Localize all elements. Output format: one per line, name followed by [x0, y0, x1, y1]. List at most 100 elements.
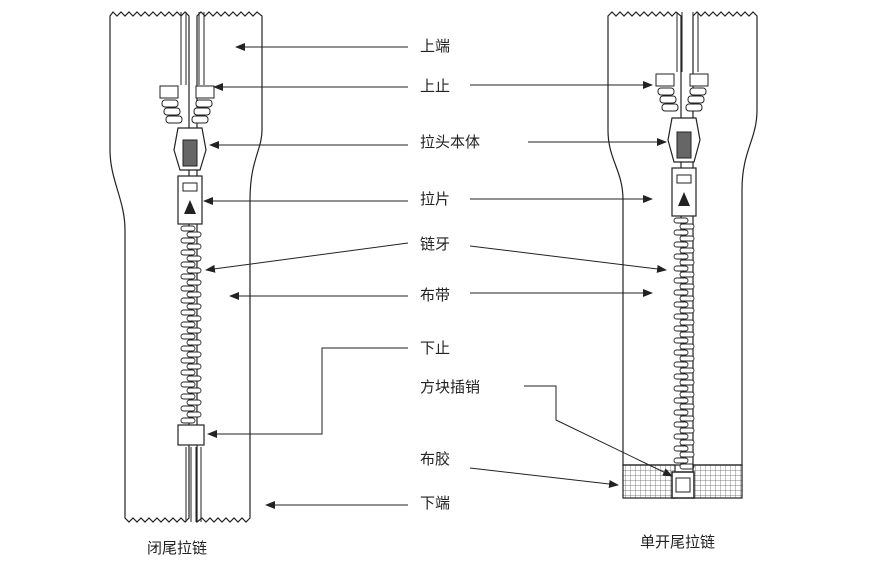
label-tape-film: 布胶	[420, 450, 451, 468]
zipper-tooth	[673, 421, 689, 428]
label-top-end: 上端	[420, 37, 451, 55]
zipper-tooth	[679, 463, 695, 470]
zipper-tooth	[679, 403, 695, 410]
zipper-tooth	[673, 277, 689, 284]
closed-teeth	[180, 225, 202, 424]
caption-closed-end: 闭尾拉链	[147, 539, 208, 557]
zipper-tooth	[180, 345, 196, 352]
zipper-tooth	[673, 229, 689, 236]
zipper-tooth	[180, 333, 196, 340]
label-teeth: 链牙	[420, 235, 451, 253]
zipper-tooth	[679, 355, 695, 362]
zipper-tooth	[180, 297, 196, 304]
zipper-tooth	[180, 237, 196, 244]
zipper-tooth	[186, 411, 202, 418]
zipper-tooth	[679, 343, 695, 350]
upper-open-teeth	[161, 99, 213, 124]
zipper-tooth	[679, 259, 695, 266]
zipper-tooth	[673, 349, 689, 356]
zipper-tooth	[679, 415, 695, 422]
zipper-tooth	[180, 249, 196, 256]
zipper-tooth	[180, 309, 196, 316]
zipper-tooth	[180, 261, 196, 268]
zipper-tooth	[679, 271, 695, 278]
zipper-tooth	[186, 351, 202, 358]
zipper-tooth	[673, 385, 689, 392]
zipper-tooth	[180, 357, 196, 364]
label-bottom-stop: 下止	[420, 339, 451, 357]
zipper-tooth	[679, 427, 695, 434]
zipper-tooth	[180, 321, 196, 328]
zipper-tooth	[673, 301, 689, 308]
zipper-tooth	[186, 303, 202, 310]
bottom-stop	[177, 424, 205, 446]
open-end-zipper	[607, 11, 758, 499]
zipper-tooth	[679, 307, 695, 314]
zipper-tooth	[673, 325, 689, 332]
zipper-tooth	[180, 285, 196, 292]
zipper-tooth	[186, 399, 202, 406]
zipper-tooth	[186, 387, 202, 394]
zipper-tooth	[673, 457, 689, 464]
open-teeth	[673, 217, 695, 470]
zipper-tooth	[673, 373, 689, 380]
top-stop-right-open	[689, 73, 709, 87]
left-tape-left-half	[109, 11, 190, 523]
zipper-tooth	[673, 397, 689, 404]
zipper-tooth	[673, 265, 689, 272]
label-bottom-end: 下端	[420, 494, 451, 512]
zipper-tooth	[186, 375, 202, 382]
zipper-tooth	[186, 279, 202, 286]
zipper-tooth	[186, 363, 202, 370]
zipper-tooth	[679, 367, 695, 374]
zipper-tooth	[180, 381, 196, 388]
right-tape-left-half	[607, 11, 682, 466]
zipper-tooth	[186, 255, 202, 262]
zipper-tooth	[673, 433, 689, 440]
zipper-tooth	[673, 445, 689, 452]
top-stop-left	[159, 85, 179, 99]
zipper-tooth	[673, 289, 689, 296]
label-pin-box: 方块插销	[420, 378, 481, 396]
label-slider-body: 拉头本体	[420, 133, 481, 151]
zipper-tooth	[186, 315, 202, 322]
leader-lines	[203, 43, 673, 509]
zipper-tooth	[673, 361, 689, 368]
zipper-tooth	[679, 235, 695, 242]
closed-end-zipper	[109, 11, 263, 524]
tape-film-left	[622, 464, 676, 499]
zipper-tooth	[679, 247, 695, 254]
zipper-tooth	[180, 417, 196, 424]
zipper-tooth	[180, 369, 196, 376]
label-puller: 拉片	[420, 190, 451, 208]
zipper-tooth	[186, 291, 202, 298]
caption-open-end: 单开尾拉链	[640, 533, 716, 551]
zipper-tooth	[679, 391, 695, 398]
zipper-tooth	[679, 295, 695, 302]
zipper-tooth	[180, 273, 196, 280]
zipper-tooth	[679, 283, 695, 290]
right-tape-right-half	[692, 11, 758, 466]
top-stop-right	[195, 85, 215, 99]
tape-film-right	[692, 464, 743, 499]
zipper-tooth	[679, 319, 695, 326]
zipper-tooth	[186, 339, 202, 346]
zipper-tooth	[180, 225, 196, 232]
zipper-tooth	[673, 337, 689, 344]
zipper-tooth	[186, 267, 202, 274]
zipper-tooth	[180, 393, 196, 400]
zipper-tooth	[673, 253, 689, 260]
zipper-tooth	[673, 409, 689, 416]
label-tape: 布带	[420, 286, 451, 304]
zipper-tooth	[673, 313, 689, 320]
zipper-tooth	[673, 217, 689, 224]
zipper-tooth	[679, 331, 695, 338]
zipper-tooth	[679, 223, 695, 230]
zipper-tooth	[186, 243, 202, 250]
zipper-tooth	[673, 241, 689, 248]
top-stop-left-open	[655, 73, 675, 87]
zipper-tooth	[679, 379, 695, 386]
label-top-stop: 上止	[420, 77, 451, 95]
zipper-tooth	[180, 405, 196, 412]
